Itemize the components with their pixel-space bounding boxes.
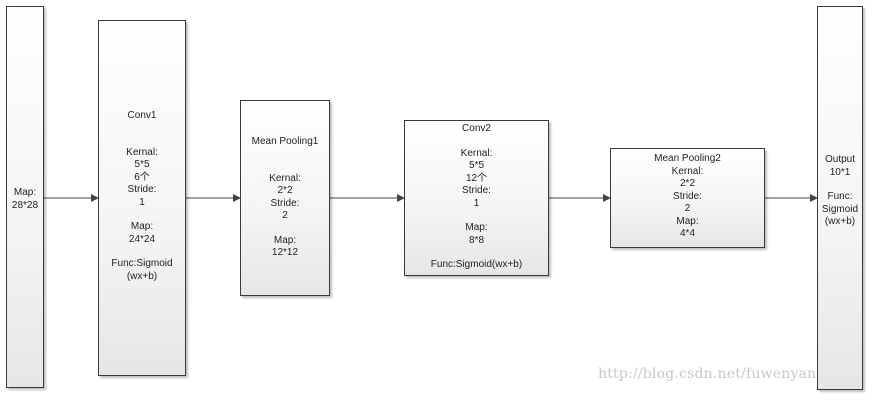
pool1-kernel-label: Kernal: — [269, 172, 301, 184]
conv2-stride-value: 1 — [473, 197, 480, 209]
pool1-kernel-size: 2*2 — [277, 185, 293, 196]
conv1-map-label: Map: — [130, 221, 154, 232]
pool1-box: Mean Pooling1 Kernal: 2*2 Stride: 2 Map:… — [240, 100, 330, 296]
conv1-stride-label: Stride: — [127, 184, 157, 195]
pool1-title: Mean Pooling1 — [251, 136, 319, 147]
pool1-map-size: 12*12 — [271, 247, 299, 258]
conv2-box: Conv2 Kernal: 5*5 12个 Stride: 1 Map: 8*8… — [404, 120, 549, 276]
input-label: Map: — [13, 187, 37, 198]
conv2-title: Conv2 — [462, 123, 491, 134]
output-label: Output — [824, 154, 856, 165]
conv1-box: Conv1 Kernal: 5*5 6个 Stride: 1 Map: 24*2… — [98, 20, 186, 376]
output-func-name: Sigmoid — [821, 203, 859, 215]
pool2-stride-value: 2 — [684, 203, 691, 214]
pool2-stride-label: Stride: — [673, 190, 702, 202]
conv1-kernel-size: 5*5 — [134, 159, 150, 170]
conv1-func-formula: (wx+b) — [126, 270, 158, 282]
conv2-map-size: 8*8 — [468, 234, 484, 246]
pool2-map-label: Map: — [676, 215, 699, 227]
pool1-map-label: Map: — [273, 234, 297, 246]
pool2-title: Mean Pooling2 — [654, 153, 721, 164]
conv2-map-label: Map: — [465, 222, 488, 233]
conv2-kernel-size: 5*5 — [468, 160, 484, 171]
pool2-kernel-label: Kernal: — [671, 165, 704, 177]
conv2-func: Func:Sigmoid(wx+b) — [430, 259, 523, 270]
output-size: 10*1 — [829, 166, 851, 178]
pool2-box: Mean Pooling2 Kernal: 2*2 Stride: 2 Map:… — [610, 148, 765, 248]
conv2-stride-label: Stride: — [462, 185, 491, 196]
pool1-stride-value: 2 — [282, 210, 288, 221]
pool1-stride-label: Stride: — [270, 197, 300, 209]
watermark-url: http://blog.csdn.net/fuwenyan — [598, 366, 817, 382]
conv1-kernel-label: Kernal: — [126, 146, 158, 158]
conv1-map-size: 24*24 — [128, 233, 156, 245]
conv2-kernel-count: 12个 — [465, 172, 488, 184]
pool2-map-size: 4*4 — [679, 228, 695, 239]
input-size: 28*28 — [11, 199, 39, 211]
output-func-label: Func: — [827, 191, 853, 202]
conv1-title: Conv1 — [127, 110, 157, 121]
pool2-kernel-size: 2*2 — [679, 178, 695, 189]
conv1-func: Func:Sigmoid — [111, 258, 173, 269]
output-box: Output 10*1 Func: Sigmoid (wx+b) — [817, 6, 863, 390]
output-func-formula: (wx+b) — [824, 216, 856, 227]
conv2-kernel-label: Kernal: — [460, 147, 493, 159]
conv1-stride-value: 1 — [139, 196, 145, 208]
input-map-box: Map: 28*28 — [6, 6, 44, 388]
conv1-kernel-count: 6个 — [134, 171, 150, 183]
